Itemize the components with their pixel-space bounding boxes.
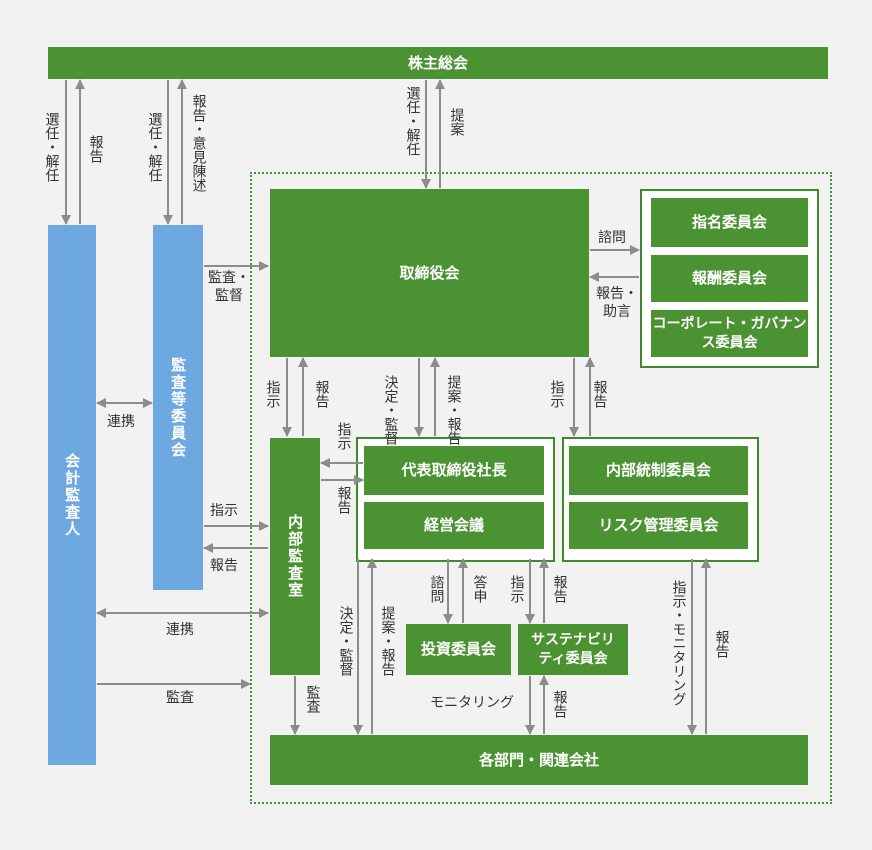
label-report-opinion: 報告・意見陳述 [190,94,207,192]
label-report-sustainability: 報告 [551,575,568,603]
sustainability-committee-box: サステナビリティ委員会 [518,624,628,675]
label-report-advice: 報告・助言 [596,286,638,320]
label-cooperate-lower: 連携 [166,622,194,638]
internal-control-committee-box: 内部統制委員会 [569,446,748,495]
label-propose-report: 提案・報告 [445,375,462,445]
label-elect-dismiss-committee: 選任・解任 [146,112,163,182]
accounting-auditor-box: 会計監査人 [48,225,96,765]
label-consult-investment: 諮問 [428,575,445,603]
label-instruct-president: 指示 [335,422,352,450]
label-answer-investment: 答申 [471,575,488,603]
label-report-audit-committee: 報告 [210,558,238,574]
investment-committee-box: 投資委員会 [406,624,511,675]
label-instruct-monitor: 指示・モニタリング [670,580,687,706]
label-instruct-sustainability: 指示 [508,575,525,603]
label-audit-supervise: 監査・監督 [208,270,250,304]
label-report-control: 報告 [591,380,608,408]
internal-audit-office-box: 内部監査室 [270,438,320,675]
label-report-control-lower: 報告 [713,630,730,658]
label-monitoring: モニタリング [430,695,514,711]
company-boundary [250,172,832,804]
governance-committee-box: コーポレート・ガバナンス委員会 [651,310,808,357]
label-instruct-internal-audit: 指示 [264,380,281,408]
compensation-committee-box: 報酬委員会 [651,255,808,302]
president-box: 代表取締役社長 [364,446,544,495]
label-audit-departments: 監査 [166,690,194,706]
label-elect-dismiss-board: 選任・解任 [404,86,421,156]
label-consult-committees: 諮問 [598,230,626,246]
label-propose-report-departments: 提案・報告 [379,606,396,676]
label-report-auditor: 報告 [87,135,104,163]
label-report-internal-audit: 報告 [313,380,330,408]
label-decide-supervise-departments: 決定・監督 [337,606,354,676]
label-report-president: 報告 [335,486,352,514]
risk-management-committee-box: リスク管理委員会 [569,502,748,549]
label-report-sustainability-lower: 報告 [551,690,568,718]
label-audit-internal: 監査 [304,685,321,713]
board-of-directors-box: 取締役会 [270,189,589,357]
nomination-committee-box: 指名委員会 [651,198,808,247]
departments-box: 各部門・関連会社 [270,735,808,785]
label-cooperate-upper: 連携 [107,414,135,430]
label-elect-dismiss-auditor: 選任・解任 [43,112,60,182]
label-decide-supervise: 決定・監督 [382,375,399,445]
label-instruct-control: 指示 [548,380,565,408]
label-proposal: 提案 [448,108,465,136]
label-instruct-audit-office: 指示 [210,503,238,519]
audit-committee-box: 監査等委員会 [153,225,203,590]
sustainability-committee-label: サステナビリティ委員会 [531,631,615,667]
shareholders-meeting-box: 株主総会 [48,47,828,79]
management-meeting-box: 経営会議 [364,502,544,549]
